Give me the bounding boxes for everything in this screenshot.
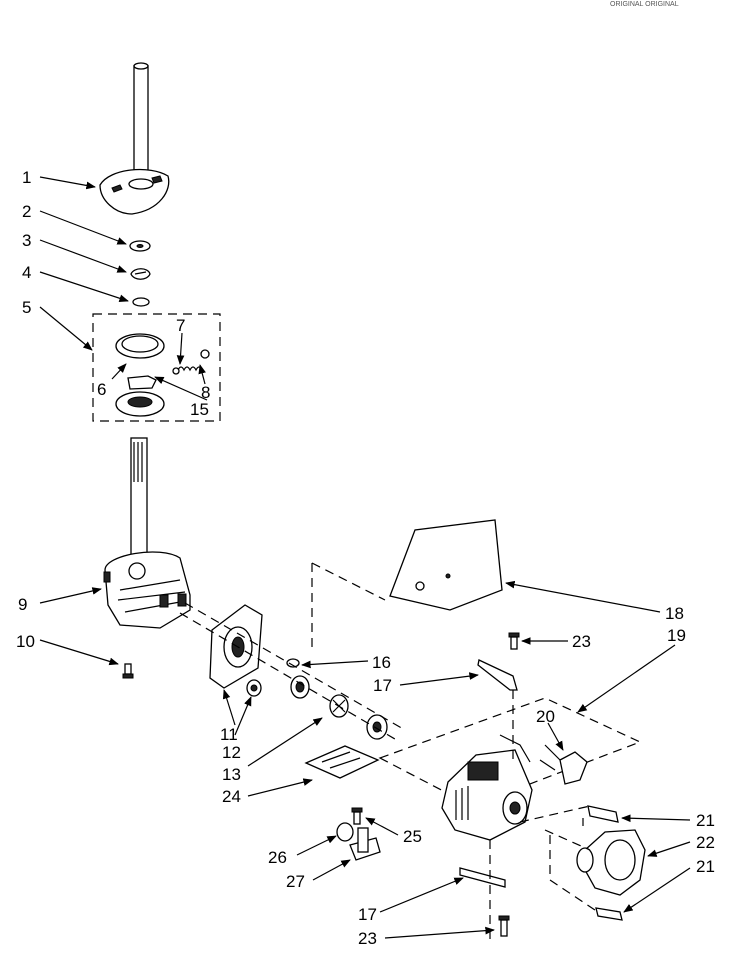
part-12-coupling <box>246 679 262 697</box>
callout-6: 6 <box>97 380 106 399</box>
part-25-screw <box>351 807 363 825</box>
callout-18: 18 <box>665 604 684 623</box>
part-1-shaft-cam <box>99 62 170 215</box>
callout-17-upper: 17 <box>373 676 392 695</box>
callout-4: 4 <box>22 263 31 282</box>
callout-22: 22 <box>696 833 715 852</box>
callout-16: 16 <box>372 653 391 672</box>
part-7-8-spring <box>172 349 210 375</box>
part-4-ring <box>132 297 150 307</box>
part-16-nut <box>286 658 300 668</box>
part-21-clip-upper <box>587 805 619 823</box>
callout-5: 5 <box>22 298 31 317</box>
callout-20: 20 <box>536 707 555 726</box>
part-21-clip-lower <box>595 907 623 921</box>
callout-1: 1 <box>22 168 31 187</box>
callout-11: 11 <box>220 725 238 744</box>
part-19-motor <box>441 734 533 841</box>
callout-25: 25 <box>403 827 422 846</box>
leader-lines <box>39 176 691 939</box>
callout-26: 26 <box>268 848 287 867</box>
part-26-27-clamp <box>336 822 381 861</box>
part-2-washer <box>129 240 151 252</box>
callout-8: 8 <box>201 383 210 402</box>
callout-17-lower: 17 <box>358 905 377 924</box>
callout-19: 19 <box>667 626 686 645</box>
callout-24: 24 <box>222 787 241 806</box>
part-9-shaft <box>130 437 148 569</box>
callout-23-lower: 23 <box>358 929 377 948</box>
callout-labels: 1 2 3 4 5 6 7 8 15 9 10 11 12 13 24 16 1… <box>16 168 715 948</box>
part-9-gearcase <box>103 551 191 629</box>
connection-lines <box>179 562 596 940</box>
callout-7: 7 <box>176 316 185 335</box>
callout-21-lower: 21 <box>696 857 715 876</box>
callout-15: 15 <box>190 400 209 419</box>
part-18-shield <box>389 519 503 611</box>
part-23-screw-upper <box>508 632 520 650</box>
callout-23-upper: 23 <box>572 632 591 651</box>
callout-12: 12 <box>222 743 241 762</box>
callout-2: 2 <box>22 202 31 221</box>
part-20-switch <box>539 744 588 785</box>
assembly-5-outline <box>92 313 221 422</box>
callout-3: 3 <box>22 231 31 250</box>
callout-21-upper: 21 <box>696 811 715 830</box>
part-10-screw <box>122 663 134 679</box>
part-22-pump <box>576 829 646 896</box>
part-6-ring <box>115 333 165 359</box>
callout-9: 9 <box>18 595 27 614</box>
callout-27: 27 <box>286 872 305 891</box>
part-24-pad <box>304 745 380 779</box>
callout-13: 13 <box>222 765 241 784</box>
part-23-screw-lower <box>498 915 510 937</box>
header-code: ORIGINAL ORIGINAL <box>610 1 679 8</box>
part-15-cam <box>127 375 157 390</box>
part-17-bracket-upper <box>477 659 518 691</box>
part-5-hub <box>115 391 165 417</box>
part-17-bar-lower <box>459 867 506 888</box>
callout-10: 10 <box>16 632 35 651</box>
part-3-spring-washer <box>130 268 151 280</box>
